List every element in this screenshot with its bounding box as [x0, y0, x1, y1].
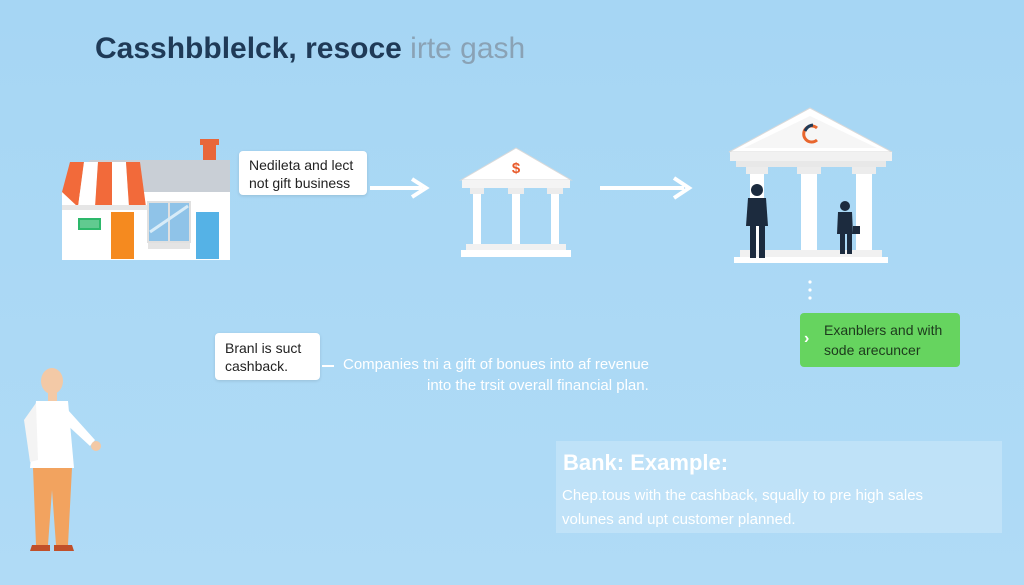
- example-line1: Chep.tous with the cashback, squally to …: [562, 487, 924, 504]
- svg-text:$: $: [512, 160, 521, 177]
- middle-note-line1: Companies tni a gift of bonues into af r…: [343, 356, 650, 373]
- bank-c-icon: [728, 107, 893, 263]
- store-label-line1: Nedileta and lect: [249, 157, 354, 173]
- title-main: Casshbblelck, resoce: [95, 32, 402, 65]
- green-callout-line2: sode arecuncer: [824, 342, 921, 358]
- example-heading: Bank: Example:: [563, 450, 729, 475]
- bank-dollar-icon: $: [459, 147, 573, 257]
- middle-note-line2: into the trsit overall financial plan.: [427, 377, 649, 394]
- green-callout: › Exanblers and with sode arecuncer: [800, 313, 960, 367]
- store-label-line2: not gift business: [249, 175, 351, 191]
- page-title: Casshbblelck, resoce irte gash: [95, 32, 525, 66]
- title-faded: irte gash: [410, 32, 526, 65]
- example-body: Chep.tous with the cashback, squally to …: [562, 484, 1002, 532]
- standing-person-icon: [24, 368, 101, 551]
- example-line2: volunes and upt customer planned.: [562, 511, 796, 528]
- store-label-box: Nedileta and lect not gift business: [239, 151, 367, 195]
- brand-box-line2: cashback.: [225, 358, 289, 374]
- chevron-right-icon: ›: [804, 330, 810, 347]
- middle-note: Companies tni a gift of bonues into af r…: [343, 354, 649, 396]
- arrow-bank-to-bank: [600, 176, 693, 200]
- example-panel: Bank: Example: Chep.tous with the cashba…: [556, 441, 1002, 533]
- person-small-icon: [837, 201, 860, 254]
- dotted-connector: [808, 280, 812, 300]
- storefront-icon: [60, 139, 230, 260]
- arrow-store-to-bank: [370, 177, 430, 199]
- green-callout-line1: Exanblers and with: [824, 322, 943, 338]
- brand-box: Branl is suct cashback.: [215, 333, 320, 380]
- brand-box-line1: Branl is suct: [225, 340, 302, 356]
- person-large-icon: [746, 184, 768, 258]
